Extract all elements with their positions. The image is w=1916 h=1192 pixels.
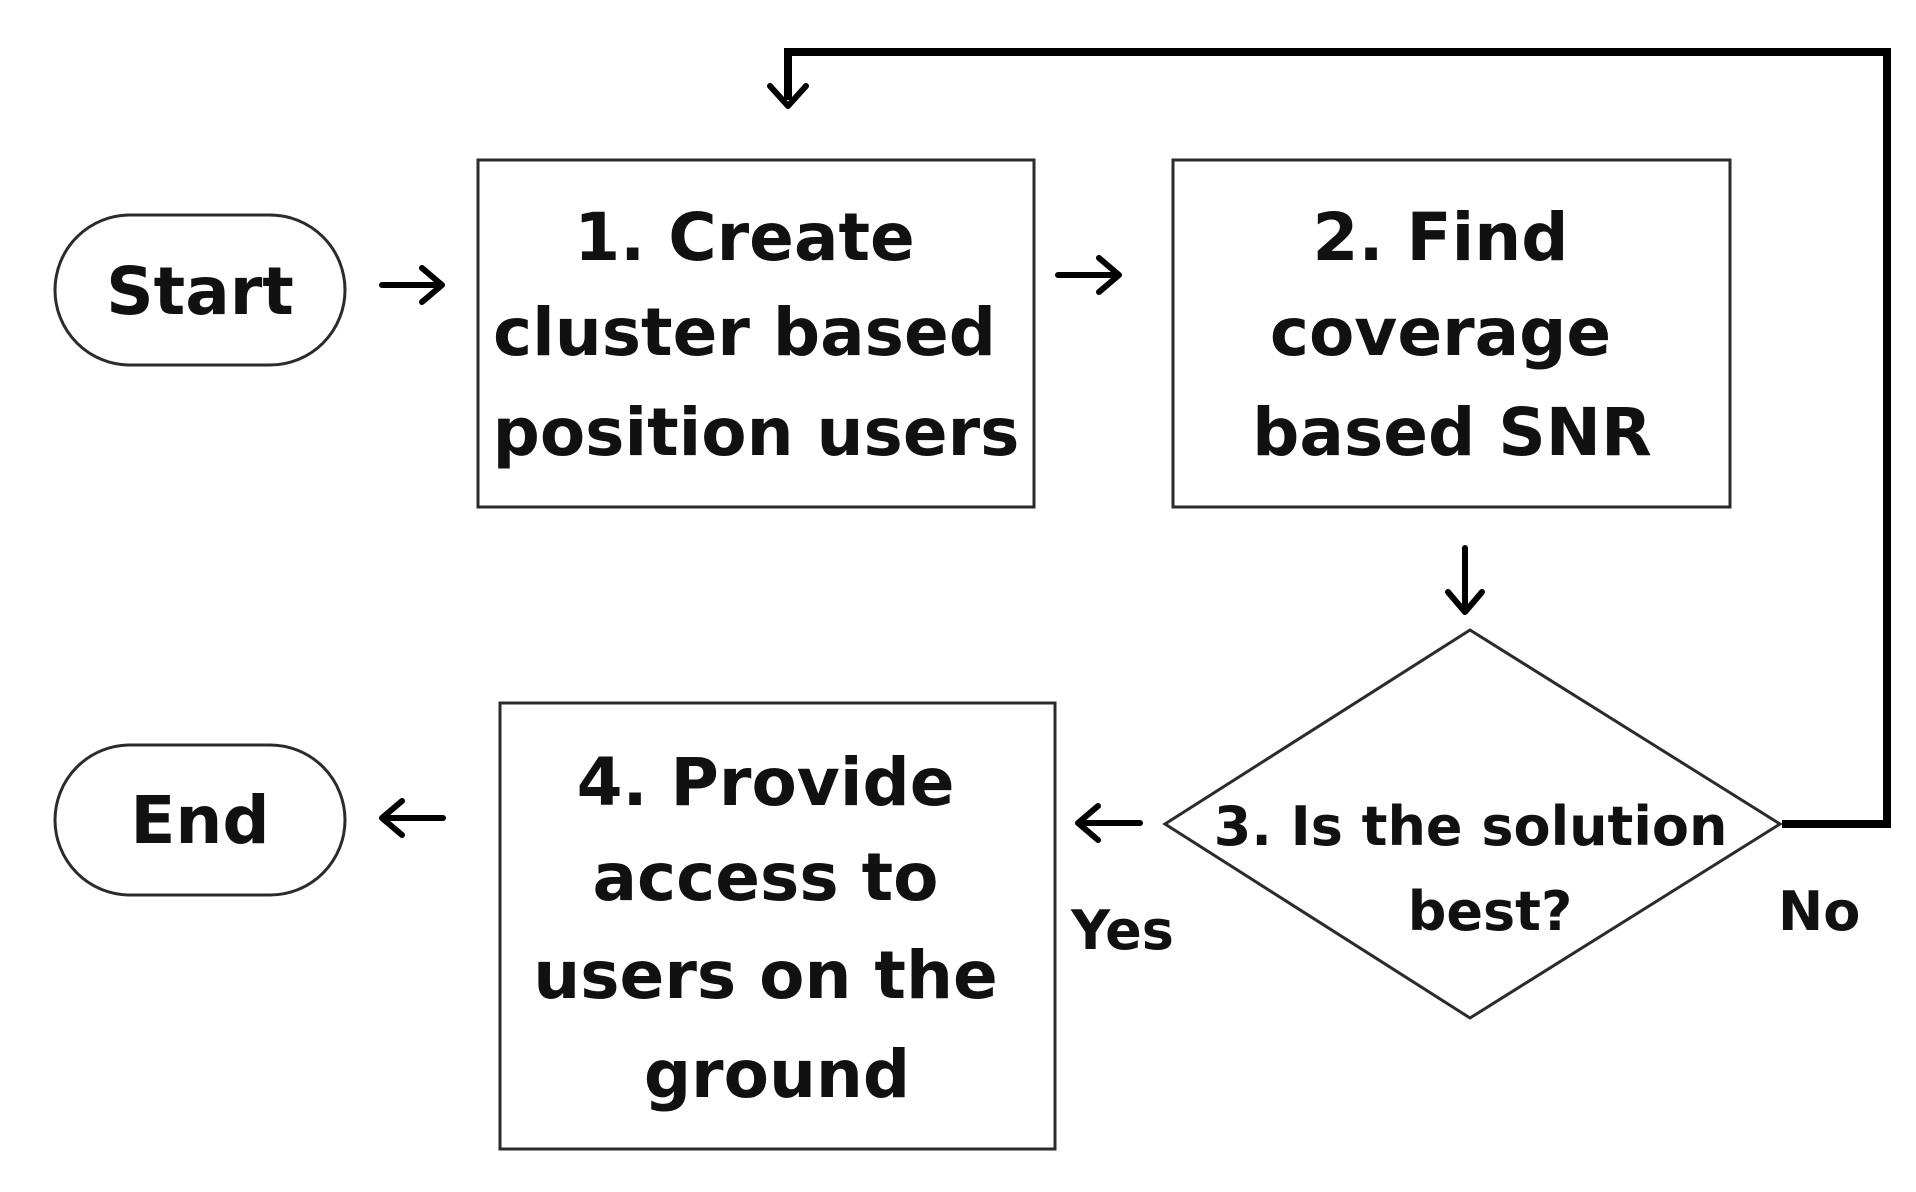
step2-box: 2. Find coverage based SNR: [1171, 158, 1732, 509]
step3-line-2: best?: [1408, 880, 1573, 943]
step3-decision: 3. Is the solution best?: [1162, 628, 1783, 1020]
step4-line-4: ground: [644, 1036, 910, 1113]
arrow-step1-to-step2: [1055, 255, 1122, 295]
step4-line-2: access to: [593, 839, 939, 916]
step3-line-1: 3. Is the solution: [1214, 795, 1728, 858]
step2-text: 2. Find coverage based SNR: [1252, 199, 1652, 471]
step1-line-1: 1. Create: [574, 199, 915, 276]
step4-line-1: 4. Provide: [577, 744, 955, 821]
end-terminal: End: [53, 743, 347, 897]
step1-line-2: cluster based: [493, 294, 996, 371]
arrow-start-to-step1: [379, 265, 445, 305]
step3-text: 3. Is the solution best?: [1214, 795, 1746, 943]
step1-box: 1. Create cluster based position users: [476, 158, 1036, 509]
arrow-no-loop-to-step1: [767, 48, 1891, 828]
end-label: End: [130, 782, 269, 859]
start-terminal: Start: [53, 213, 347, 367]
step1-text: 1. Create cluster based position users: [493, 199, 1020, 471]
arrow-step3-to-step4: [1075, 803, 1143, 843]
step1-line-3: position users: [493, 394, 1020, 471]
branch-label-yes: Yes: [1070, 899, 1174, 962]
branch-label-no: No: [1778, 880, 1860, 943]
step4-box: 4. Provide access to users on the ground: [498, 701, 1057, 1151]
step2-line-3: based SNR: [1252, 394, 1652, 471]
step4-line-3: users on the: [533, 937, 997, 1014]
step4-text: 4. Provide access to users on the ground: [533, 744, 1020, 1113]
step2-line-1: 2. Find: [1313, 199, 1569, 276]
start-label: Start: [106, 253, 294, 330]
arrow-step2-to-step3: [1445, 545, 1485, 615]
step2-line-2: coverage: [1270, 294, 1611, 371]
arrow-step4-to-end: [379, 798, 446, 838]
